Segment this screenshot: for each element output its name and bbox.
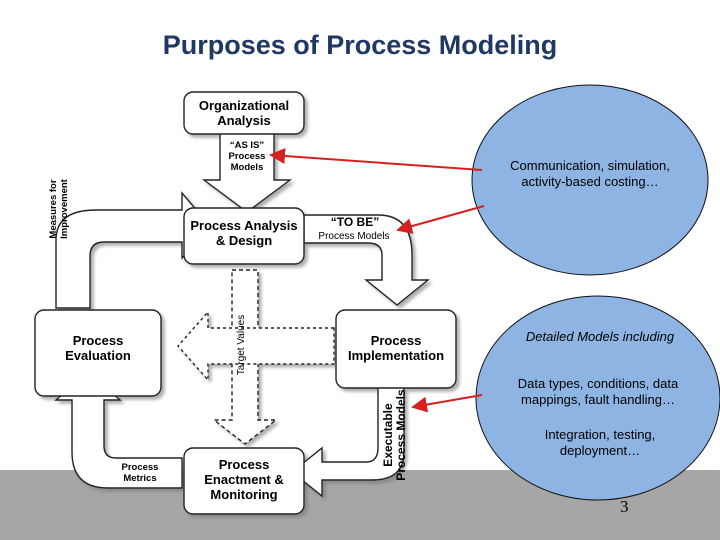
analysis-design-label: Process Analysis & Design [190, 218, 298, 248]
top-ellipse-text: Communication, simulation, activity-base… [510, 158, 670, 189]
bottom-ellipse-heading: Detailed Models including [525, 329, 675, 344]
bottom-ellipse-detail: Data types, conditions, data mappings, f… [517, 376, 679, 407]
enactment-box [183, 447, 305, 515]
bottom-ellipse [475, 295, 720, 501]
implementation-box [335, 309, 457, 389]
implementation-label: Process Implementation [347, 333, 445, 363]
connector-to-be [396, 205, 485, 234]
org-analysis-label: Organizational Analysis [198, 98, 290, 128]
target-values-label: Target Values [236, 314, 247, 376]
executable-arrow [290, 379, 405, 498]
measures-label: Measures for Improvement [48, 179, 70, 239]
enactment-label: Process Enactment & Monitoring [204, 457, 284, 502]
eval-arrow [177, 310, 335, 382]
org-analysis-box [183, 91, 305, 135]
to-be-sub-label: Process Models [318, 231, 390, 242]
page-number: 3 [620, 497, 629, 516]
bottom-ellipse-extra: Integration, testing, deployment… [544, 427, 656, 458]
metrics-label: Process Metrics [121, 462, 159, 484]
as-is-arrow [201, 131, 293, 213]
as-is-label: “AS IS” Process Models [228, 140, 266, 173]
to-be-label: “TO BE” [330, 215, 380, 229]
evaluation-label: Process Evaluation [65, 333, 131, 363]
analysis-design-box [183, 207, 305, 265]
evaluation-box [34, 309, 162, 397]
executable-label: Executable Process Models [381, 389, 408, 481]
top-ellipse [471, 84, 709, 276]
connector-executable [411, 394, 483, 413]
page-title: Purposes of Process Modeling [162, 30, 558, 60]
connector-as-is [269, 148, 483, 171]
